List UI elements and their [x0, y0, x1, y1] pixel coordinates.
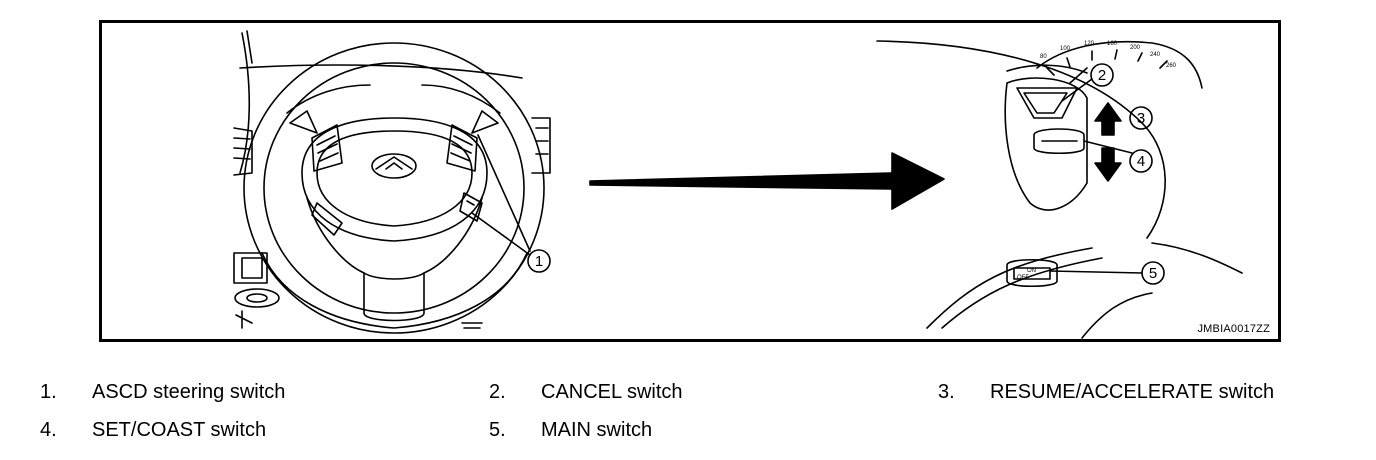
callout-2: 2 — [1098, 67, 1106, 84]
legend-label: RESUME/ACCELERATE switch — [990, 381, 1275, 403]
callout-4: 4 — [1137, 153, 1145, 170]
gauge-tick: 80 — [1040, 54, 1047, 60]
callout-1-circle — [527, 249, 551, 273]
legend-number: 1. — [40, 381, 57, 403]
gauge-tick: 120 — [1084, 41, 1095, 47]
gauge-tick: 200 — [1130, 45, 1141, 51]
legend-label: ASCD steering switch — [92, 381, 286, 403]
main-switch-off-text: OFF — [1017, 275, 1029, 281]
switch-closeup — [876, 40, 1243, 339]
gauge-tick: 160 — [1107, 41, 1118, 47]
legend-number: 3. — [938, 381, 955, 403]
callout-3: 3 — [1137, 110, 1145, 127]
callout-1: 1 — [535, 253, 543, 270]
callout-2-circle — [1090, 63, 1114, 87]
figure-code: JMBIA0017ZZ — [1197, 323, 1270, 335]
diagram-figure: 1 2 3 4 5 80 100 120 160 200 240 260 ON … — [99, 20, 1281, 342]
callout-3-circle — [1129, 106, 1153, 130]
legend-number: 2. — [489, 381, 506, 403]
steering-wheel-overview — [233, 30, 551, 334]
legend-label: MAIN switch — [541, 419, 653, 441]
gauge-tick: 100 — [1060, 46, 1071, 52]
zoom-arrow — [589, 152, 945, 210]
callout-4-circle — [1129, 149, 1153, 173]
callout-5: 5 — [1149, 265, 1157, 282]
gauge-tick: 240 — [1150, 52, 1161, 58]
legend-number: 5. — [489, 419, 506, 441]
legend-number: 4. — [40, 419, 57, 441]
main-switch-on-text: ON — [1027, 268, 1036, 274]
steering-wheel-illustration: 1 2 3 4 5 80 100 120 160 200 240 260 ON … — [233, 30, 1243, 339]
callout-5-circle — [1141, 261, 1165, 285]
legend-label: SET/COAST switch — [92, 419, 267, 441]
legend-label: CANCEL switch — [541, 381, 683, 403]
gauge-tick: 260 — [1166, 63, 1177, 69]
